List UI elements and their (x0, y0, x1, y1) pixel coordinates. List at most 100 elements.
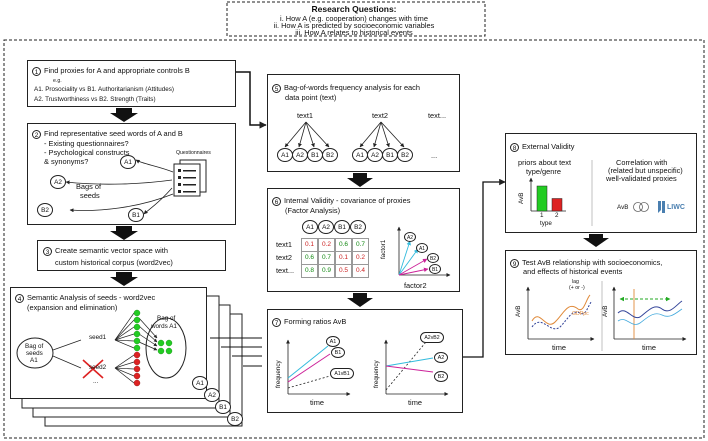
more-dots: ... (431, 151, 438, 160)
questionnaires-label: Questionnaires (176, 150, 211, 156)
seed2-label: seed2 (89, 364, 107, 371)
line-label-a1vb1: A1vB1 (330, 368, 354, 379)
time-label-right-9: time (642, 343, 656, 352)
arrow-3-4 (110, 272, 138, 286)
cross-icon (82, 359, 104, 379)
bag-seeds-label-3: A1 (30, 357, 38, 364)
seeds-label: seeds (80, 191, 100, 200)
step-5-title-2: data point (text) (285, 93, 337, 102)
step-2-line-2: - Psychological constructs (44, 148, 130, 157)
arrow-8-9 (583, 234, 609, 247)
cell: 0.8 (301, 264, 318, 278)
col-a1: A1 (302, 220, 318, 234)
bag-seeds-label-1: Bag of (25, 343, 44, 350)
time-label-right: time (408, 398, 422, 407)
bag-words-label-2: words A1 (151, 323, 177, 330)
questionnaire-sketch (65, 159, 207, 215)
t1-a2: A2 (292, 148, 308, 162)
t2-a1: A1 (352, 148, 368, 162)
vec-b2: B2 (427, 253, 439, 263)
text-more-label: text... (428, 111, 447, 120)
vec-a2: A2 (404, 232, 416, 242)
frequency-label-right: frequency (373, 360, 380, 388)
liwc-label: LIWC (667, 204, 685, 211)
row-label: text1 (276, 240, 293, 249)
t2-b1: B1 (382, 148, 398, 162)
line-label-b2: B2 (434, 371, 448, 382)
line-label-b1: B1 (331, 347, 345, 358)
ratio-plots (286, 339, 449, 396)
corr-line-1: Correlation with (616, 158, 668, 167)
line-label-a2: A2 (434, 352, 448, 363)
t1-b2: B2 (322, 148, 338, 162)
priors-line-2: type/genre (526, 167, 561, 176)
gdp-label: GDPpc (572, 311, 589, 317)
research-questions-frame (226, 1, 486, 37)
step-1-line-2: A2. Trustworthiness vs B2. Strength (Tra… (34, 96, 156, 103)
bag-circle-a2: A2 (50, 175, 66, 189)
avb-logo-label: AvB (617, 204, 629, 211)
bag-circle-a1: A1 (120, 155, 136, 169)
t2-b2: B2 (397, 148, 413, 162)
bar-2-label: 2 (555, 212, 559, 219)
text1-label: text1 (297, 111, 314, 120)
priors-line-1: priors about text (518, 158, 571, 167)
avb-label-left: AvB (515, 305, 522, 317)
line-label-a1: A1 (326, 336, 340, 347)
cell: 0.5 (335, 264, 352, 278)
liwc-logo-icon (658, 201, 665, 213)
seed-dots: ... (93, 378, 99, 385)
arrow-2-3 (110, 226, 138, 240)
bag-of-words-circle (145, 317, 187, 379)
corr-line-2: (related but unspecific) (608, 166, 683, 175)
bag-seeds-label-2: seeds (26, 350, 43, 357)
connector-1-5 (236, 71, 267, 129)
step-1-line-1: A1. Prosociality vs B1. Authoritarianism… (34, 86, 174, 93)
vec-a1: A1 (416, 243, 428, 253)
stack-label-b1: B1 (215, 400, 231, 414)
t1-a1: A1 (277, 148, 293, 162)
research-question-3: iii. How A relates to historical events (295, 28, 413, 37)
bar-1-label: 1 (540, 212, 544, 219)
bar-2 (551, 198, 563, 212)
arrow-5-6 (347, 173, 373, 187)
bag-of-words-arrows (284, 121, 405, 148)
step-2-line-3: & synonyms? (44, 157, 89, 166)
factor2-label: factor2 (404, 281, 427, 290)
step-6-title-2: (Factor Analysis) (285, 206, 341, 215)
step-3-line-2: custom historical corpus (word2vec) (55, 258, 173, 267)
bag-of-seeds-circle (16, 337, 54, 369)
type-axis-label: type (540, 220, 552, 227)
seed1-label: seed1 (89, 334, 107, 341)
col-a2: A2 (318, 220, 334, 234)
bag-words-label-1: Bag of (157, 315, 176, 322)
research-question-1: i. How A (e.g. cooperation) changes with… (280, 14, 428, 23)
corr-line-3: well-validated proxies (606, 174, 677, 183)
lag-label: lag (572, 279, 579, 285)
text2-label: text2 (372, 111, 389, 120)
stack-label-b2: B2 (227, 412, 243, 426)
bag-circle-b2: B2 (37, 203, 53, 217)
bag-circle-b1: B1 (128, 208, 144, 222)
research-question-2: ii. How A is predicted by socioeconomic … (273, 21, 435, 30)
stack-label-a2: A2 (204, 388, 220, 402)
factor1-label: factor1 (380, 239, 387, 259)
t2-a2: A2 (367, 148, 383, 162)
flow-arrows (110, 108, 609, 307)
